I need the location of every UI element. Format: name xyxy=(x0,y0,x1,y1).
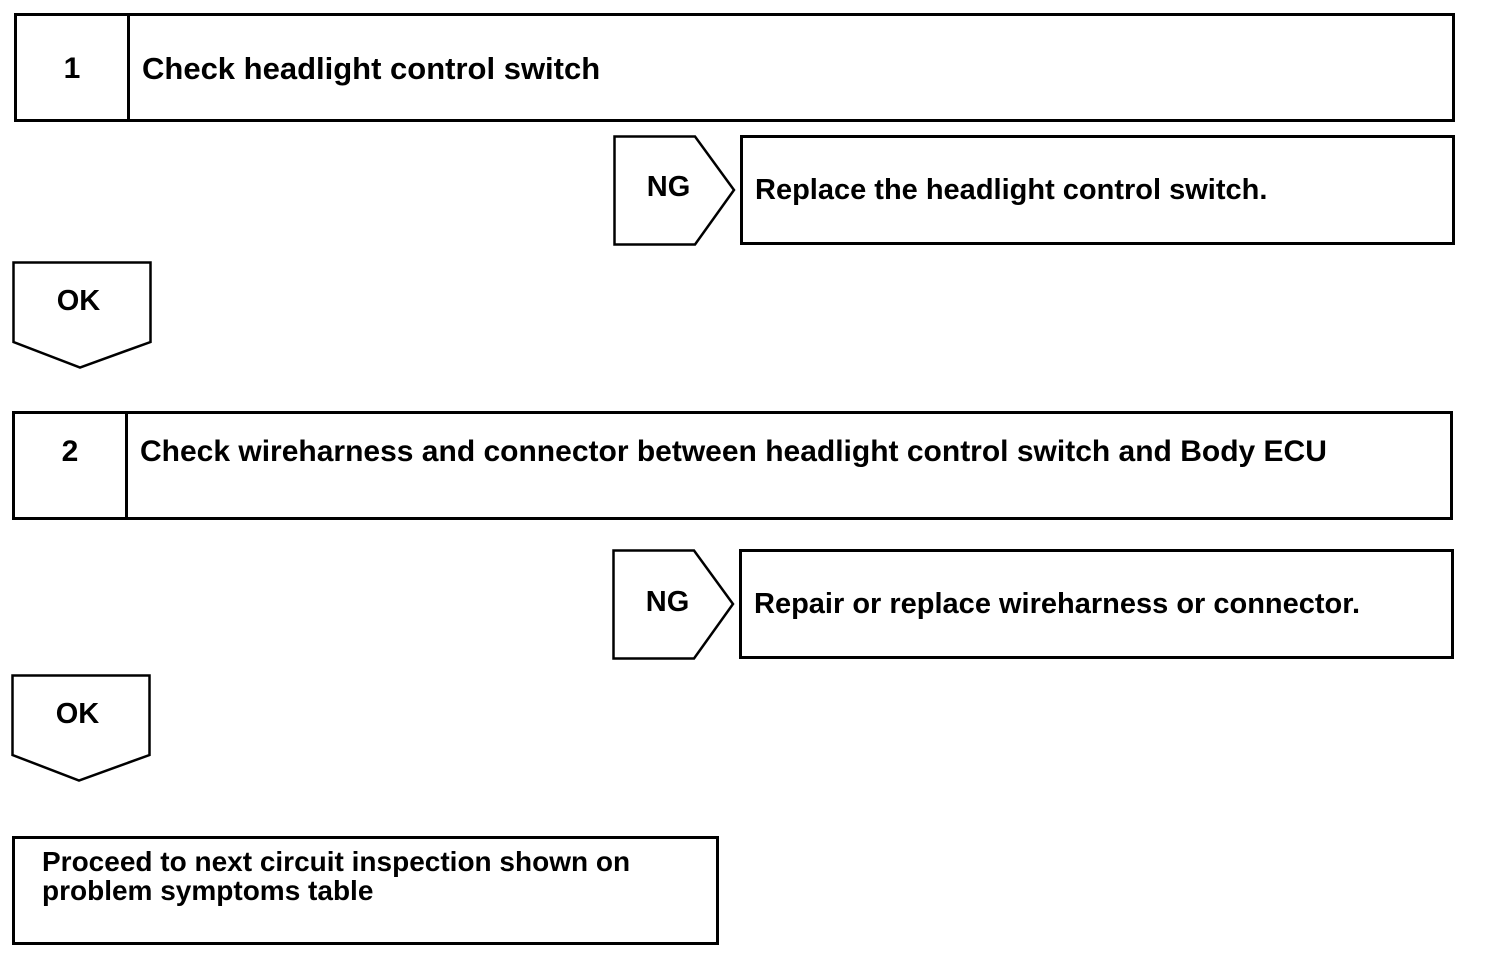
final-step-box: Proceed to next circuit inspection shown… xyxy=(12,836,719,945)
step-1-ng-action: Replace the headlight control switch. xyxy=(740,135,1455,245)
step-2-ok-label: OK xyxy=(55,698,100,730)
step-1-ng-arrow xyxy=(613,135,736,246)
step-1-number: 1 xyxy=(17,16,130,119)
step-1-ok-arrow xyxy=(12,261,152,369)
step-2-ng-action: Repair or replace wireharness or connect… xyxy=(739,549,1454,659)
step-2-ng-label: NG xyxy=(645,586,690,618)
step-1-text: Check headlight control switch xyxy=(142,51,601,86)
step-1-box: 1 Check headlight control switch xyxy=(14,13,1455,122)
step-2-text: Check wireharness and connector between … xyxy=(140,435,1327,468)
step-2-number: 2 xyxy=(15,414,128,517)
step-1-ok-label: OK xyxy=(56,285,101,317)
step-2-ng-arrow xyxy=(612,549,735,660)
step-2-ok-arrow xyxy=(11,674,151,782)
step-2-box: 2 Check wireharness and connector betwee… xyxy=(12,411,1453,520)
step-1-ng-label: NG xyxy=(646,171,691,203)
